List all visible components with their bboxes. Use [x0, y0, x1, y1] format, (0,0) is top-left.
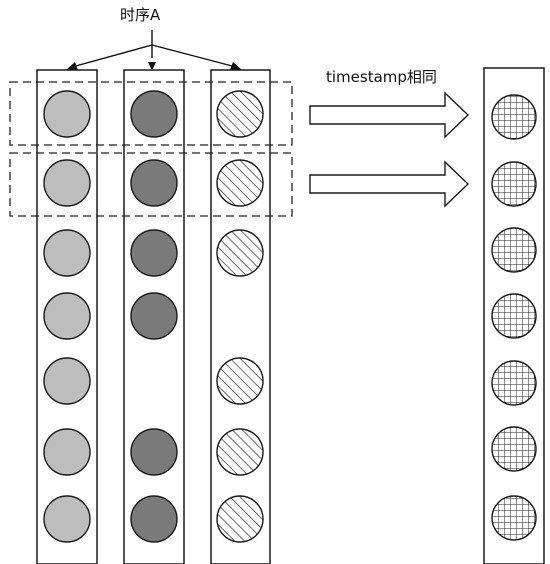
- result-circle-row-2: [491, 161, 537, 207]
- sequence-circles: [43, 90, 264, 543]
- dashed-group-row-2: [9, 152, 293, 217]
- merge-arrow-row-2: [309, 160, 470, 208]
- col-3-circle-row-2: [216, 159, 264, 207]
- col-1-circle-row-3: [43, 229, 91, 277]
- result-circles: [491, 94, 537, 541]
- col-2-circle-row-3: [130, 229, 178, 277]
- result-circle-row-3: [491, 227, 537, 273]
- col-1-circle-row-5: [43, 357, 91, 405]
- result-circle-row-1: [491, 94, 537, 140]
- sequence-column-3-frame: [210, 69, 271, 564]
- sequence-branch-arrows: [71, 30, 237, 68]
- col-3-circle-row-3: [216, 229, 264, 277]
- col-1-circle-row-4: [43, 292, 91, 340]
- col-1-circle-row-2: [43, 159, 91, 207]
- result-circle-row-7: [491, 495, 537, 541]
- col-3-circle-row-5: [216, 357, 264, 405]
- result-circle-row-5: [491, 360, 537, 406]
- col-2-circle-row-6: [130, 428, 178, 476]
- col-2-circle-row-1: [130, 90, 178, 138]
- col-3-circle-row-7: [216, 495, 264, 543]
- col-2-circle-row-2: [130, 159, 178, 207]
- dashed-group-row-1: [9, 81, 293, 146]
- sequence-column-1-frame: [36, 69, 98, 564]
- sequence-a-label: 时序A: [120, 6, 161, 24]
- sequence-column-2-frame: [123, 69, 185, 564]
- col-1-circle-row-6: [43, 428, 91, 476]
- branch-arrowheads: [66, 62, 242, 71]
- col-1-circle-row-1: [43, 90, 91, 138]
- result-column-frame: [483, 67, 545, 564]
- col-2-circle-row-4: [130, 292, 178, 340]
- result-circle-row-6: [491, 426, 537, 472]
- col-3-circle-row-6: [216, 428, 264, 476]
- result-circle-row-4: [491, 293, 537, 339]
- col-1-circle-row-7: [43, 495, 91, 543]
- merge-arrow-row-1: [309, 91, 470, 139]
- col-3-circle-row-1: [216, 90, 264, 138]
- col-2-circle-row-7: [130, 495, 178, 543]
- timestamp-same-label: timestamp相同: [326, 68, 437, 86]
